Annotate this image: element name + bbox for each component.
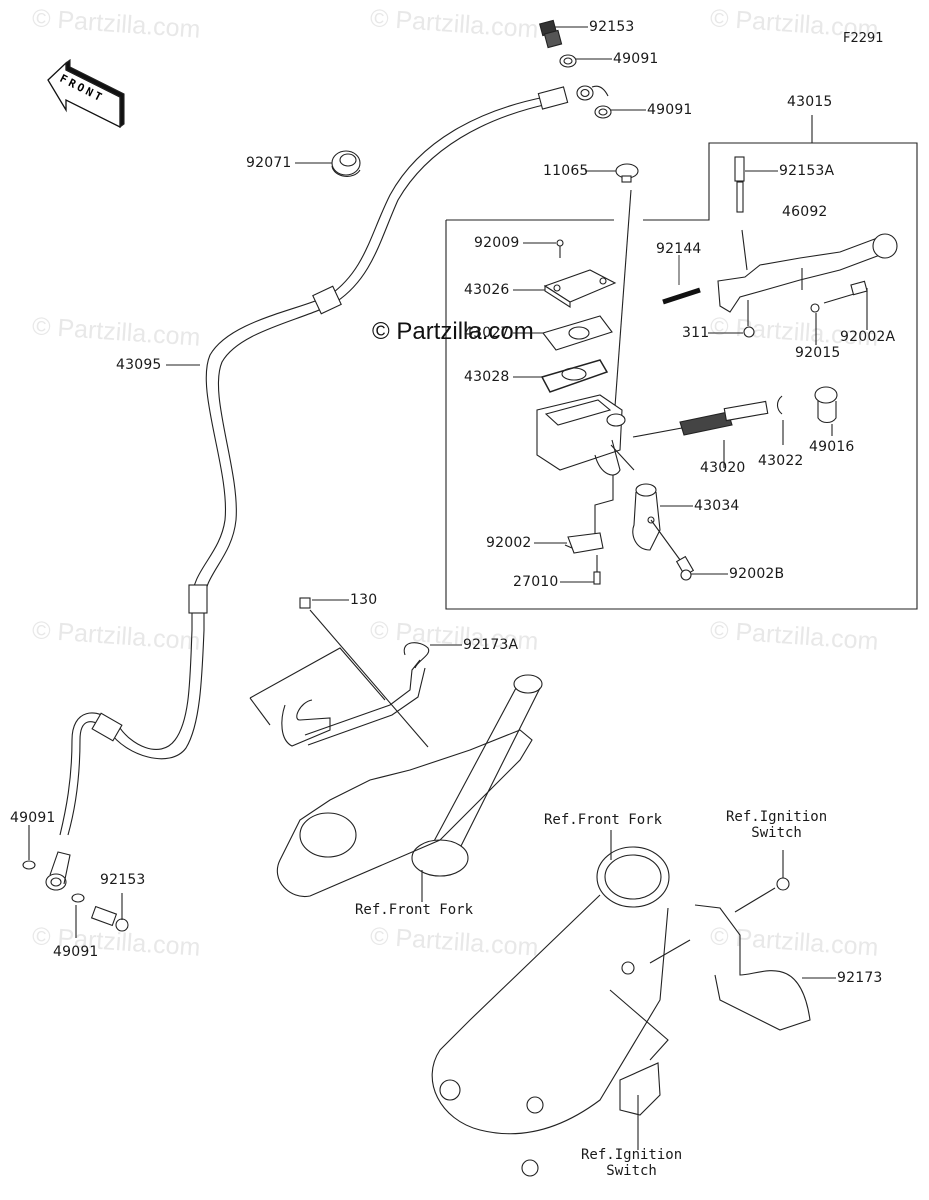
hose-43095: [45, 85, 609, 891]
part-label-92002a[interactable]: 92002A: [840, 329, 896, 345]
nut-92015: [810, 303, 820, 345]
bolt-92002a: [823, 280, 868, 330]
clamp-43034: [632, 483, 684, 565]
part-label-92173a[interactable]: 92173A: [463, 637, 519, 653]
master-cylinder-body: [536, 394, 726, 540]
leader-lines: [166, 26, 778, 601]
part-label-43020[interactable]: 43020: [700, 460, 746, 476]
ref-front-fork: Ref.Front Fork: [355, 902, 474, 918]
bracket-92173: [619, 850, 836, 1150]
part-label-92153[interactable]: 92153: [589, 19, 635, 35]
partzilla-watermark: © Partzilla.com: [372, 318, 534, 345]
pin-92144: [662, 287, 701, 305]
part-label-43034[interactable]: 43034: [694, 498, 740, 514]
part-label-311[interactable]: 311: [682, 325, 710, 341]
ref-ignition-switch: Ref.Ignition Switch: [581, 1147, 683, 1179]
part-label-92071[interactable]: 92071: [246, 155, 292, 171]
boot-49016: [814, 386, 838, 436]
part-label-43028[interactable]: 43028: [464, 369, 510, 385]
part-label-92144[interactable]: 92144: [656, 241, 702, 257]
part-label-49091[interactable]: 49091: [647, 102, 693, 118]
ref-ignition-switch: Ref.Ignition Switch: [726, 809, 828, 841]
part-label-49091[interactable]: 49091: [10, 810, 56, 826]
part-label-92153[interactable]: 92153: [100, 872, 146, 888]
steering-stem-assembly: [276, 674, 543, 902]
lever-46092: [717, 233, 898, 313]
part-label-92009[interactable]: 92009: [474, 235, 520, 251]
fork-outer-tube: [431, 830, 691, 1177]
part-label-43027[interactable]: 43027: [464, 325, 510, 341]
adjuster-92153a: [734, 156, 748, 271]
part-label-49016[interactable]: 49016: [809, 439, 855, 455]
nut-311: [743, 300, 755, 338]
bolt-92002b: [675, 555, 695, 581]
part-label-43022[interactable]: 43022: [758, 453, 804, 469]
part-label-49091[interactable]: 49091: [613, 51, 659, 67]
part-label-49091[interactable]: 49091: [53, 944, 99, 960]
grommet-92071: [331, 150, 361, 177]
cap-11065: [613, 163, 639, 421]
part-label-92153a[interactable]: 92153A: [779, 163, 835, 179]
reservoir-cover-stack: [540, 239, 617, 393]
figure-code: F2291: [843, 31, 884, 46]
part-label-43015[interactable]: 43015: [787, 94, 833, 110]
banjo-bolt-92153-bottom: [22, 825, 129, 938]
circlip-43022: [776, 395, 784, 445]
part-label-11065[interactable]: 11065: [543, 163, 589, 179]
switch-92002: [564, 532, 604, 585]
part-label-46092[interactable]: 46092: [782, 204, 828, 220]
front-arrow-icon: [47, 58, 125, 129]
assembly-43015-frame: [445, 115, 918, 610]
part-label-92173[interactable]: 92173: [837, 970, 883, 986]
part-label-43095[interactable]: 43095: [116, 357, 162, 373]
part-label-27010[interactable]: 27010: [513, 574, 559, 590]
part-label-92002[interactable]: 92002: [486, 535, 532, 551]
banjo-bolt-92153-top: [539, 19, 612, 119]
part-label-92015[interactable]: 92015: [795, 345, 841, 361]
bracket-130-group: [249, 597, 462, 748]
part-label-92002b[interactable]: 92002B: [729, 566, 785, 582]
ref-front-fork: Ref.Front Fork: [544, 812, 663, 828]
part-label-130[interactable]: 130: [350, 592, 378, 608]
part-label-43026[interactable]: 43026: [464, 282, 510, 298]
piston-43020: [679, 400, 769, 468]
